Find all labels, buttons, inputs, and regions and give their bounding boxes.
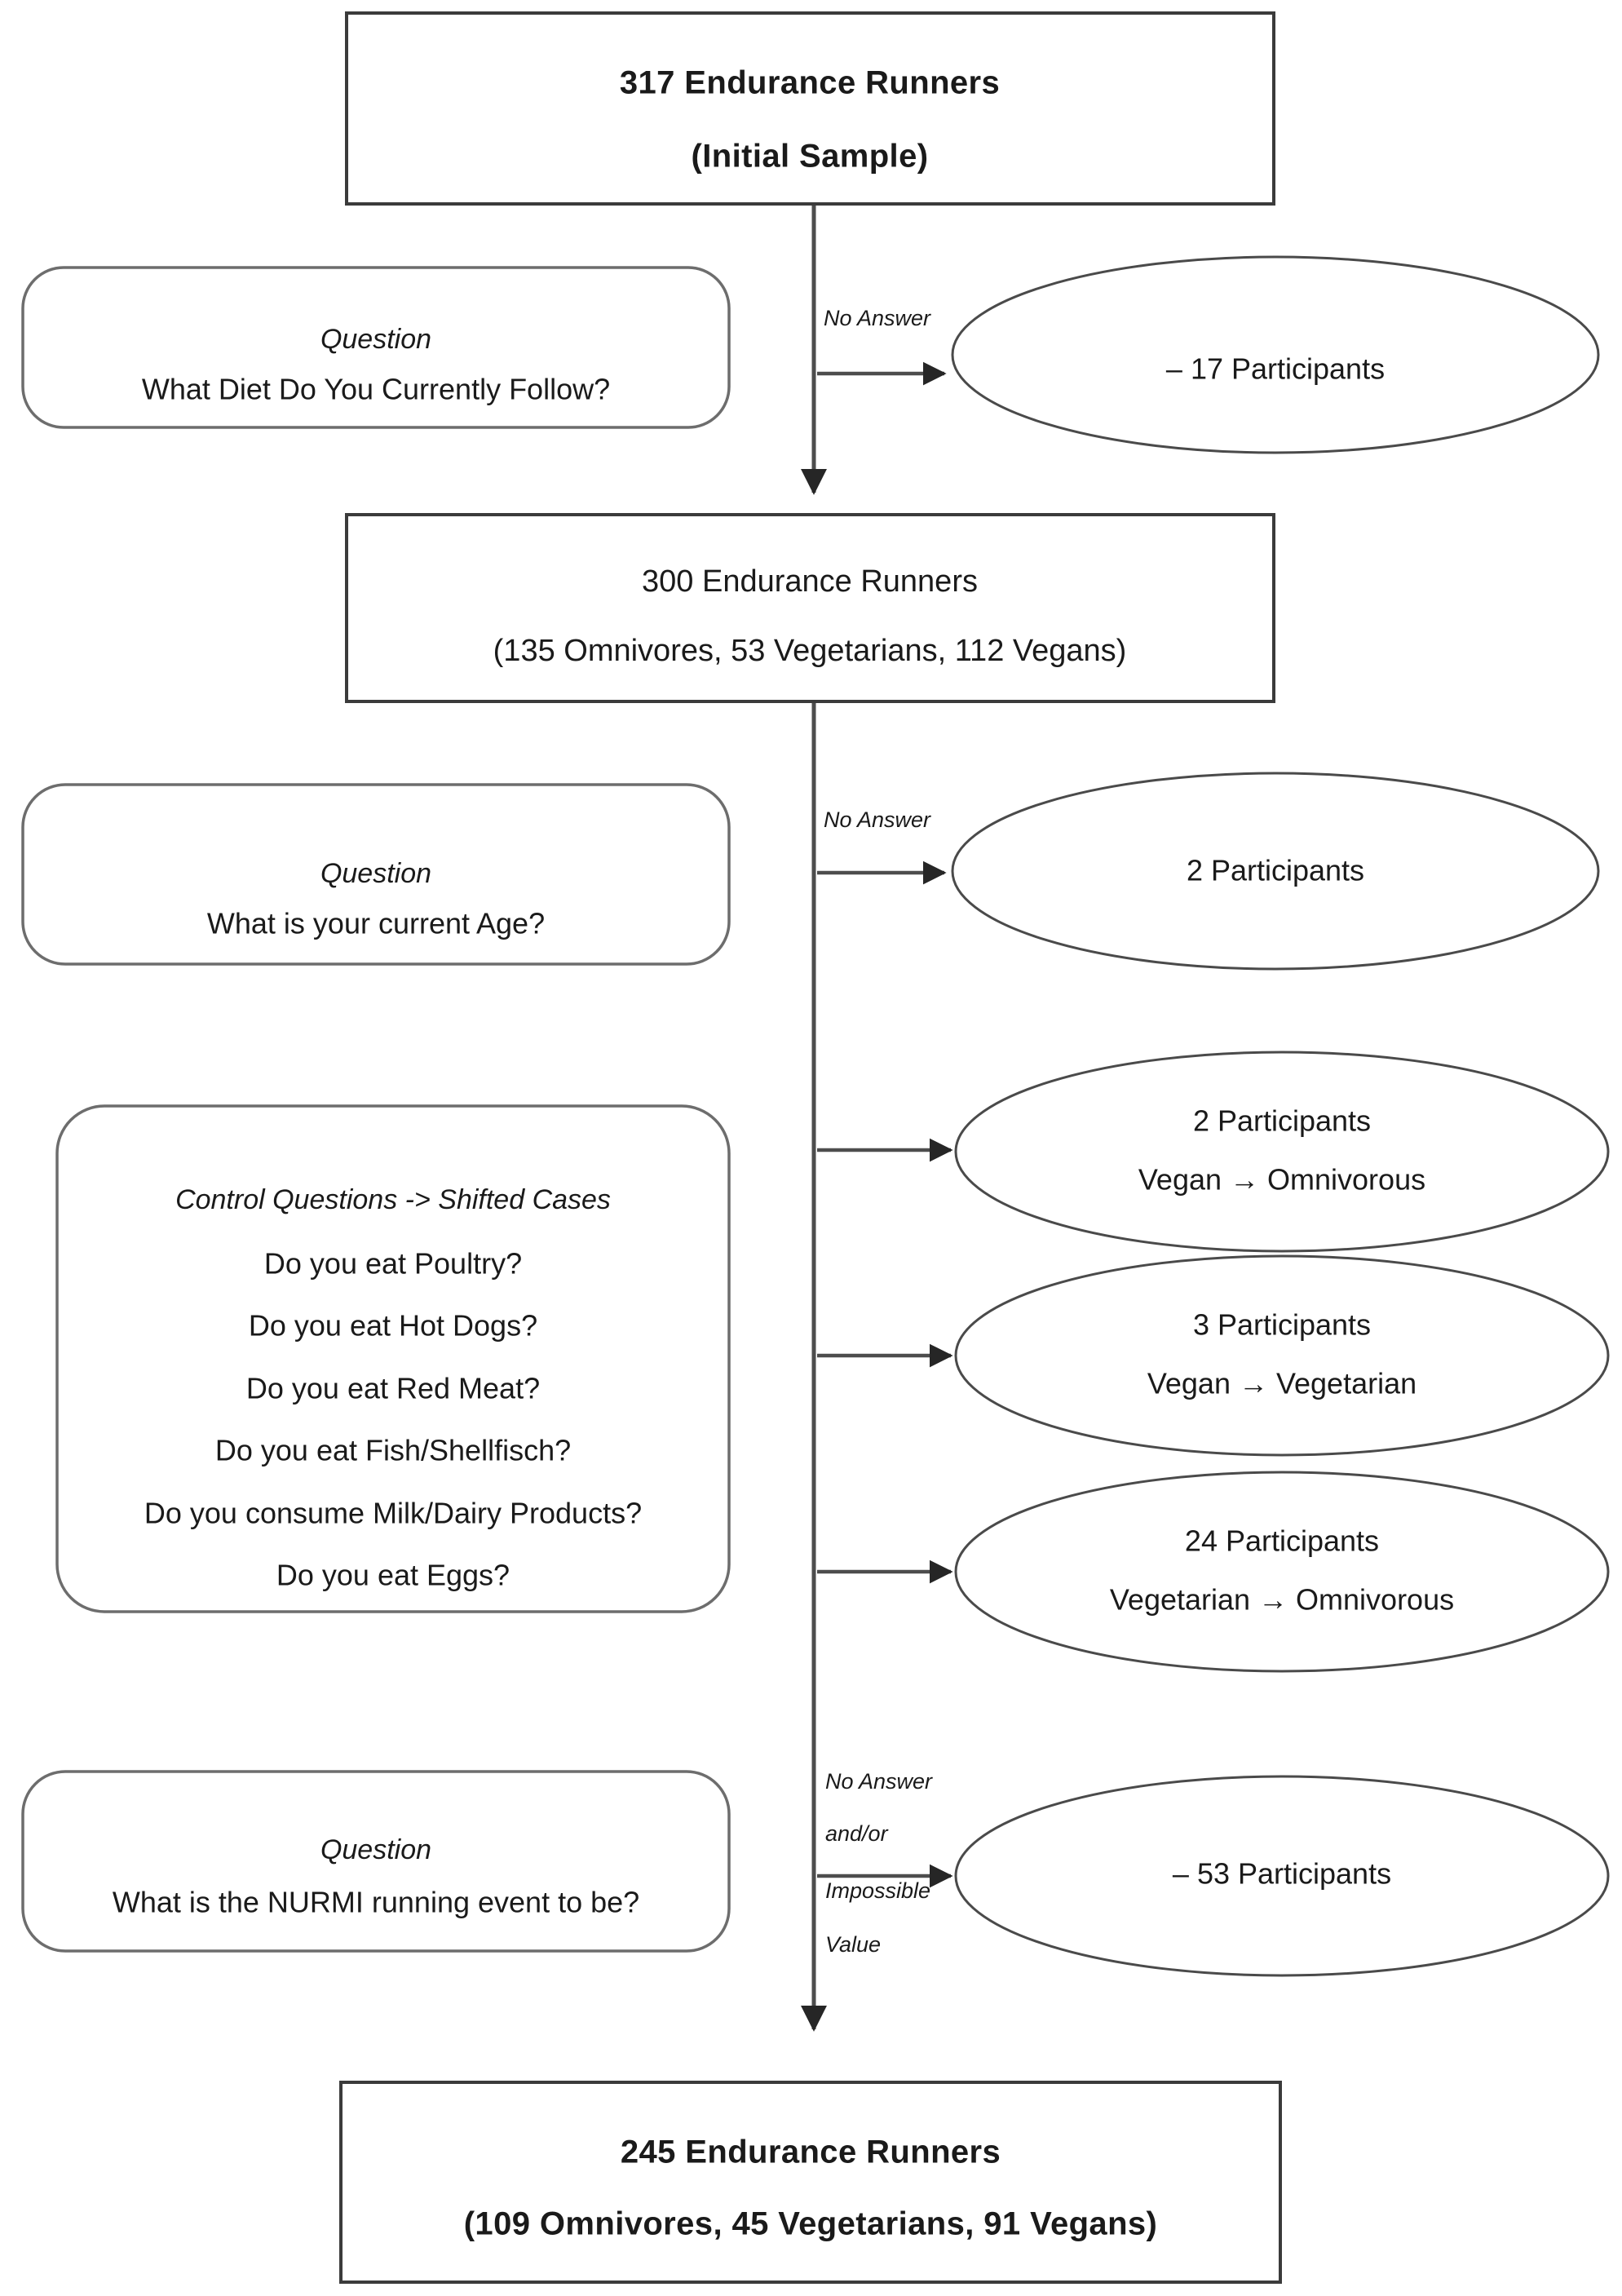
shift-vegan-omni-line1: 2 Participants (1193, 1104, 1371, 1138)
exclusion-age-no-answer: 2 Participants (951, 772, 1600, 971)
exclusion-age-line1: 2 Participants (1187, 854, 1364, 887)
exclusion-shift-vegan-omnivorous: 2 Participants Vegan → Omnivorous (954, 1051, 1610, 1253)
question-diet-text: What Diet Do You Currently Follow? (142, 373, 610, 406)
initial-sample-line2: (Initial Sample) (692, 139, 929, 175)
question-age-heading: Question (320, 858, 431, 889)
exclusion-nurmi-line1: – 53 Participants (1173, 1857, 1391, 1891)
question-control: Control Questions -> Shifted Cases Do yo… (55, 1104, 731, 1613)
question-nurmi-heading: Question (320, 1834, 431, 1865)
control-item-1: Do you eat Hot Dogs? (249, 1309, 537, 1343)
shift-vegan-veg-line2: Vegan → Vegetarian (1147, 1367, 1416, 1400)
question-nurmi-text: What is the NURMI running event to be? (113, 1886, 639, 1919)
shift-vegan-veg-line1: 3 Participants (1193, 1308, 1371, 1342)
control-item-4: Do you consume Milk/Dairy Products? (144, 1497, 642, 1530)
question-diet-heading: Question (320, 324, 431, 355)
node-initial-sample: 317 Endurance Runners (Initial Sample) (345, 11, 1275, 206)
impossible-line-2: and/or (825, 1821, 889, 1846)
question-age-text: What is your current Age? (207, 907, 545, 940)
question-age: Question What is your current Age? (21, 783, 731, 966)
edge-label-no-answer-1: No Answer (824, 306, 931, 330)
initial-sample-line1: 317 Endurance Runners (620, 65, 1000, 101)
impossible-line-4: Value (825, 1932, 881, 1957)
exclusion-nurmi-no-answer: – 53 Participants (954, 1775, 1610, 1977)
question-nurmi: Question What is the NURMI running event… (21, 1770, 731, 1953)
exclusion-diet-no-answer: – 17 Participants (951, 255, 1600, 454)
shift-veg-omni-line1: 24 Participants (1185, 1524, 1379, 1558)
control-item-0: Do you eat Poultry? (264, 1247, 522, 1281)
final-245-line2: (109 Omnivores, 45 Vegetarians, 91 Vegan… (464, 2206, 1158, 2242)
exclusion-shift-vegan-vegetarian: 3 Participants Vegan → Vegetarian (954, 1254, 1610, 1457)
question-diet: Question What Diet Do You Currently Foll… (21, 266, 731, 429)
stage-300-line2: (135 Omnivores, 53 Vegetarians, 112 Vega… (493, 634, 1127, 668)
edge-label-impossible-value: No Answer and/or Impossible Value (825, 1769, 933, 1957)
impossible-line-3: Impossible (825, 1878, 930, 1903)
control-item-5: Do you eat Eggs? (276, 1559, 510, 1592)
shift-vegan-omni-line2: Vegan → Omnivorous (1138, 1163, 1425, 1197)
node-final-245: 245 Endurance Runners (109 Omnivores, 45… (339, 2081, 1282, 2284)
control-item-2: Do you eat Red Meat? (246, 1372, 540, 1405)
final-245-line1: 245 Endurance Runners (621, 2135, 1001, 2170)
exclusion-diet-line1: – 17 Participants (1166, 352, 1385, 386)
impossible-line-1: No Answer (825, 1769, 933, 1794)
node-stage-300: 300 Endurance Runners (135 Omnivores, 53… (345, 513, 1275, 703)
exclusion-shift-vegetarian-omnivorous: 24 Participants Vegetarian → Omnivorous (954, 1471, 1610, 1673)
shift-veg-omni-line2: Vegetarian → Omnivorous (1110, 1583, 1454, 1617)
edge-label-no-answer-2: No Answer (824, 807, 931, 832)
control-heading: Control Questions -> Shifted Cases (175, 1184, 611, 1215)
control-item-3: Do you eat Fish/Shellfisch? (215, 1434, 571, 1467)
stage-300-line1: 300 Endurance Runners (642, 564, 978, 599)
